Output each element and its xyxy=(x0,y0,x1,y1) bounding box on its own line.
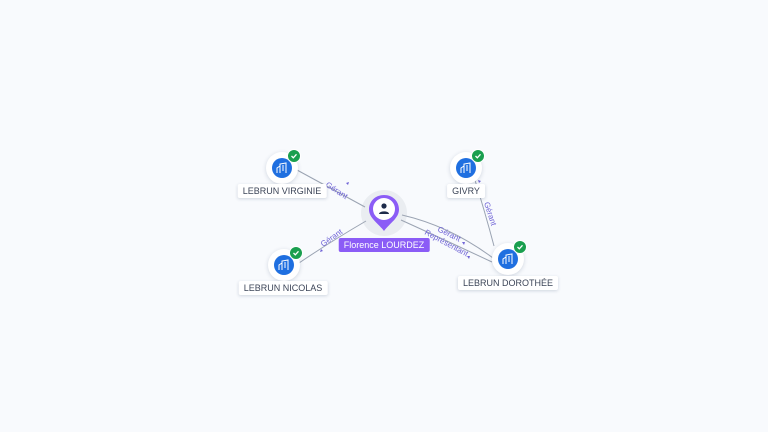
building-icon xyxy=(498,249,518,269)
edge-lourdez-dorothee-2 xyxy=(400,219,493,263)
company-halo xyxy=(450,152,482,184)
edge-arrow xyxy=(462,242,465,245)
edge-label-givry: Gérant xyxy=(482,201,498,228)
verified-check-icon xyxy=(287,149,301,163)
person-node-florence-lourdez[interactable] xyxy=(361,190,407,236)
edge-arrow xyxy=(478,180,481,183)
edge-arrow xyxy=(467,256,470,259)
company-label[interactable]: LEBRUN NICOLAS xyxy=(238,281,328,295)
company-node-lebrun-nicolas[interactable] xyxy=(268,246,303,281)
verified-check-icon xyxy=(471,149,485,163)
edge-lourdez-virginie xyxy=(296,169,366,208)
edge-lourdez-dorothee xyxy=(401,214,494,259)
person-pin-icon xyxy=(369,195,399,231)
person-halo xyxy=(361,190,407,236)
edge-dorothee-givry xyxy=(473,176,495,247)
company-label[interactable]: LEBRUN DOROTHÉE xyxy=(457,276,559,290)
company-halo xyxy=(492,243,524,275)
verified-check-icon xyxy=(289,246,303,260)
person-icon xyxy=(379,203,389,214)
edge-arrow xyxy=(320,249,323,252)
company-node-givry[interactable] xyxy=(450,149,485,184)
company-node-lebrun-virginie[interactable] xyxy=(266,149,301,184)
company-label[interactable]: LEBRUN VIRGINIE xyxy=(237,184,327,198)
building-icon xyxy=(274,255,294,275)
edge-lourdez-nicolas xyxy=(298,220,367,264)
building-icon xyxy=(456,158,476,178)
building-icon xyxy=(272,158,292,178)
verified-check-icon xyxy=(513,240,527,254)
edge-arrow xyxy=(346,182,349,185)
company-label[interactable]: GIVRY xyxy=(447,184,485,198)
company-node-lebrun-dorothee[interactable] xyxy=(492,240,527,275)
edge-label-virginie: Gérant xyxy=(324,180,350,201)
person-label[interactable]: Florence LOURDEZ xyxy=(338,238,430,252)
company-halo xyxy=(268,249,300,281)
